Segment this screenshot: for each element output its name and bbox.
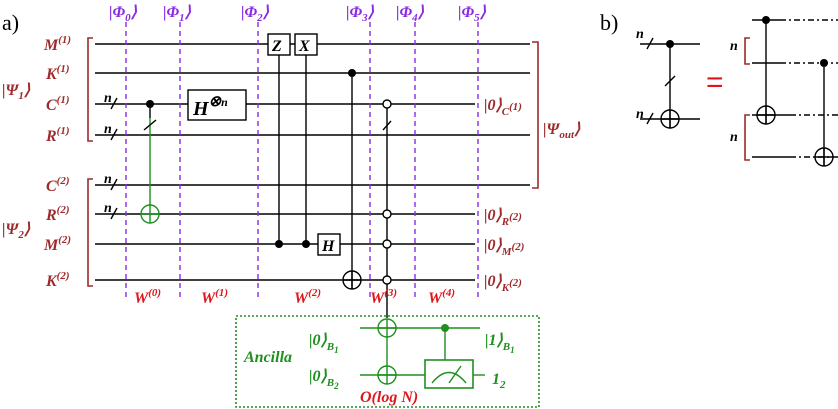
phase-label-5: |Φ5⟩ xyxy=(458,4,487,24)
bundle-label: n xyxy=(104,172,112,187)
stage-label: W(3) xyxy=(370,287,397,307)
register-label: M(2) xyxy=(43,234,71,254)
bundle-label: n xyxy=(104,91,112,106)
panel-b-right: n n xyxy=(730,16,838,167)
stage-labels: W(0) W(1) W(2) W(3) W(4) xyxy=(134,287,455,307)
cnot-c1-r2 xyxy=(140,100,160,224)
stage-label: W(2) xyxy=(294,287,321,307)
psi-out-bracket xyxy=(532,41,539,189)
ancilla-title: Ancilla xyxy=(243,349,292,366)
panel-b-left: n n xyxy=(636,27,700,129)
bundle-label: n xyxy=(104,201,112,216)
bundle-label: n xyxy=(730,39,738,54)
register-label: M(1) xyxy=(43,34,71,54)
input-bundles: n n n n xyxy=(104,91,118,220)
svg-text:Z: Z xyxy=(271,38,282,55)
bundle-label: n xyxy=(730,130,738,145)
svg-text:H: H xyxy=(321,238,335,255)
phase-dividers xyxy=(125,22,479,300)
equals-sign: = xyxy=(706,66,724,99)
register-label: K(2) xyxy=(45,270,70,290)
hadamard-n-gate: H⊗n xyxy=(187,89,247,121)
multi-control-stack xyxy=(382,99,392,318)
ancilla-block: Ancilla |0⟩B1 |0⟩B2 |1⟩B1 12 O(log N) xyxy=(235,315,540,408)
ancilla-input-2: |0⟩B2 xyxy=(309,368,339,391)
ket-output: |0⟩M(2) xyxy=(484,237,524,258)
psi2-label: |Ψ2⟩ xyxy=(2,221,31,241)
psi2-bracket xyxy=(87,178,93,287)
cnot-k1-k2 xyxy=(342,69,362,290)
ancilla-output-2: 12 xyxy=(492,371,506,391)
bundle-label: n xyxy=(104,122,112,137)
psi1-label: |Ψ1⟩ xyxy=(2,82,31,102)
phase-label-2: |Φ2⟩ xyxy=(241,4,270,24)
phase-label-0: |Φ0⟩ xyxy=(109,4,138,24)
svg-text:H⊗n: H⊗n xyxy=(192,94,228,120)
ancilla-input-1: |0⟩B1 xyxy=(309,332,339,355)
register-label: K(1) xyxy=(45,63,70,83)
complexity-label: O(log N) xyxy=(360,389,418,406)
register-label: C(1) xyxy=(46,94,70,114)
output-kets: |0⟩C(1) |0⟩R(2) |0⟩M(2) |0⟩K(2) xyxy=(484,97,524,294)
register-label: R(2) xyxy=(45,204,70,224)
panel-label-a: a) xyxy=(2,10,19,35)
controlled-x-gate: X xyxy=(294,33,318,248)
ket-output: |0⟩C(1) xyxy=(484,97,522,118)
register-label: R(1) xyxy=(45,125,70,145)
psi1-bracket xyxy=(87,37,93,142)
register-labels: M(1) K(1) C(1) R(1) C(2) R(2) M(2) K(2) xyxy=(43,34,71,290)
stage-label: W(0) xyxy=(134,287,161,307)
register-label: C(2) xyxy=(46,175,70,195)
svg-text:X: X xyxy=(298,38,310,55)
phase-label-1: |Φ1⟩ xyxy=(163,4,192,24)
ket-output: |0⟩K(2) xyxy=(484,273,522,294)
controlled-z-gate: Z xyxy=(267,33,291,248)
psi-out-label: |Ψout⟩ xyxy=(543,121,581,141)
ancilla-output-1: |1⟩B1 xyxy=(485,332,515,355)
bundle-label: n xyxy=(636,27,644,42)
hadamard-gate-m2: H xyxy=(317,233,341,256)
stage-label: W(1) xyxy=(201,287,228,307)
stage-label: W(4) xyxy=(428,287,455,307)
bundle-label: n xyxy=(636,107,644,122)
phase-labels: |Φ0⟩ |Φ1⟩ |Φ2⟩ |Φ3⟩ |Φ4⟩ |Φ5⟩ xyxy=(109,4,487,24)
phase-label-4: |Φ4⟩ xyxy=(396,4,425,24)
qubit-wires xyxy=(95,43,530,281)
panel-label-b: b) xyxy=(600,10,618,35)
phase-label-3: |Φ3⟩ xyxy=(346,4,375,24)
ket-output: |0⟩R(2) xyxy=(484,207,522,228)
